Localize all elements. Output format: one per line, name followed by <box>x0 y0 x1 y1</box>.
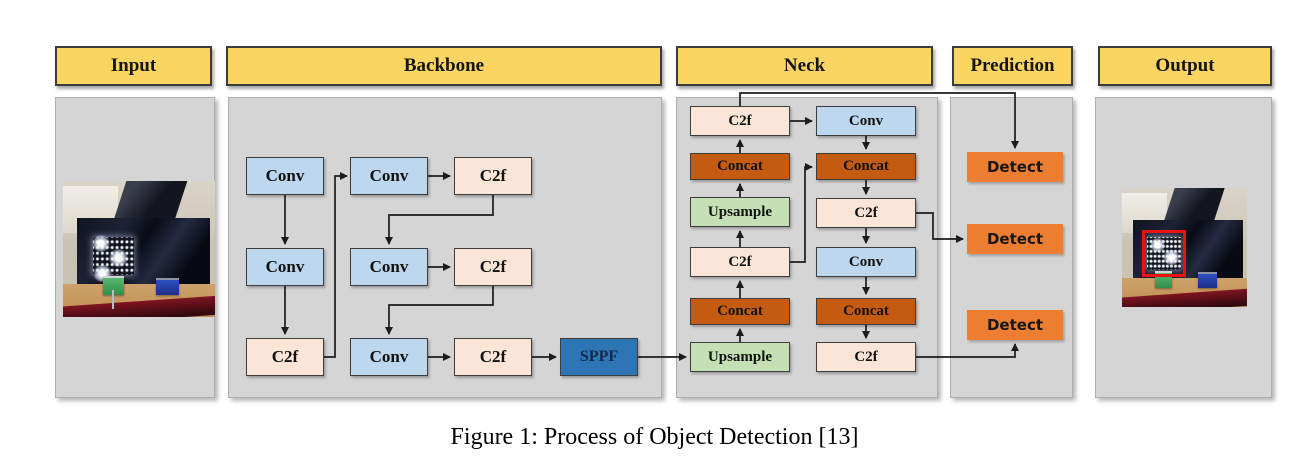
backbone-node-c2f-3: C2f <box>246 338 324 376</box>
backbone-node-c2f-2: C2f <box>454 248 532 286</box>
header-backbone: Backbone <box>226 46 662 86</box>
neck-left-upsample-1: Upsample <box>690 197 790 227</box>
photo-dark-object <box>1162 188 1227 224</box>
backbone-node-conv-5: Conv <box>350 338 428 376</box>
binder-clip-blue <box>155 277 179 295</box>
led-glow <box>108 249 129 267</box>
neck-right-c2f-1: C2f <box>816 198 916 228</box>
backbone-node-conv-1: Conv <box>246 157 324 195</box>
backbone-node-c2f-1: C2f <box>454 157 532 195</box>
led-glow <box>1163 249 1180 266</box>
detection-bounding-box <box>1142 229 1186 278</box>
output-photo <box>1122 188 1247 307</box>
neck-right-c2f-2: C2f <box>816 342 916 372</box>
backbone-node-c2f-4: C2f <box>454 338 532 376</box>
clip-wire <box>111 289 114 309</box>
header-neck: Neck <box>676 46 933 86</box>
neck-left-concat-2: Concat <box>690 298 790 325</box>
detect-box-1: Detect <box>967 152 1063 182</box>
led-glow <box>1149 237 1165 253</box>
led-glow <box>91 235 111 252</box>
neck-left-c2f-top: C2f <box>690 106 790 136</box>
neck-left-upsample-2: Upsample <box>690 342 790 372</box>
photo-dark-object <box>112 181 190 222</box>
detect-box-2: Detect <box>967 224 1063 254</box>
header-prediction: Prediction <box>952 46 1073 86</box>
figure-caption: Figure 1: Process of Object Detection [1… <box>450 424 859 450</box>
input-photo <box>63 181 215 317</box>
neck-left-concat-1: Concat <box>690 153 790 180</box>
neck-right-concat-1: Concat <box>816 153 916 180</box>
neck-right-concat-2: Concat <box>816 298 916 325</box>
neck-right-conv-2: Conv <box>816 247 916 277</box>
backbone-node-conv-4: Conv <box>350 248 428 286</box>
neck-right-conv-1: Conv <box>816 106 916 136</box>
detect-box-3: Detect <box>967 310 1063 340</box>
backbone-node-conv-2: Conv <box>350 157 428 195</box>
binder-clip-green <box>102 276 124 295</box>
binder-clip-blue <box>1198 272 1217 288</box>
header-input: Input <box>55 46 212 86</box>
backbone-node-sppf: SPPF <box>560 338 638 376</box>
backbone-node-conv-3: Conv <box>246 248 324 286</box>
neck-left-c2f-mid: C2f <box>690 247 790 277</box>
header-output: Output <box>1098 46 1272 86</box>
